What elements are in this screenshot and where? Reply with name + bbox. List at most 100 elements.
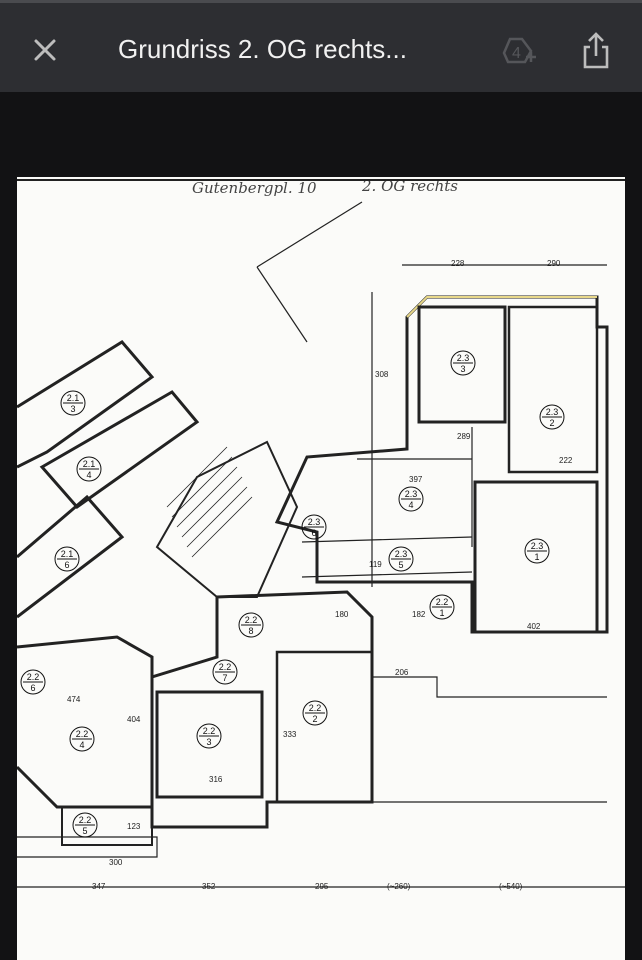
room-label: 2.21 (429, 594, 455, 620)
room-unit: 2.2 (79, 815, 92, 825)
room-number: 6 (30, 683, 35, 693)
dimension-label: 206 (395, 668, 409, 677)
room-label: 2.28 (238, 612, 264, 638)
room-number: 3 (206, 737, 211, 747)
room-number: 6 (64, 560, 69, 570)
room-circle (54, 546, 80, 572)
share-icon[interactable] (580, 30, 612, 70)
room-unit: 2.3 (395, 549, 408, 559)
room-label: 2.27 (212, 659, 238, 685)
room-number: 8 (248, 626, 253, 636)
file-title: Grundriss 2. OG rechts... (118, 34, 407, 64)
room-unit: 2.2 (309, 703, 322, 713)
room-unit: 2.2 (219, 662, 232, 672)
dimension-label: 333 (283, 730, 297, 739)
dimension-label: (~260) (387, 882, 411, 891)
room-unit: 2.3 (546, 407, 559, 417)
room-number: 6 (311, 528, 316, 538)
dimension-label: 316 (209, 775, 223, 784)
room-label: 2.31 (524, 538, 550, 564)
room-circle (60, 390, 86, 416)
dimension-label: 347 (92, 882, 106, 891)
room-label: 2.32 (539, 404, 565, 430)
room-circle (72, 812, 98, 838)
room-unit: 2.2 (245, 615, 258, 625)
room-number: 3 (460, 364, 465, 374)
svg-text:4: 4 (512, 45, 521, 62)
dimension-label: 397 (409, 475, 423, 484)
dimension-label: 300 (109, 858, 123, 867)
room-label: 2.26 (20, 669, 46, 695)
room-circle (524, 538, 550, 564)
room-circle (388, 546, 414, 572)
add-people-icon: 4 (502, 37, 536, 64)
room-label: 2.36 (301, 514, 327, 540)
room-number: 1 (534, 552, 539, 562)
room-unit: 2.3 (531, 541, 544, 551)
room-unit: 2.3 (308, 517, 321, 527)
room-circle (20, 669, 46, 695)
room-circle (301, 514, 327, 540)
room-unit: 2.2 (436, 597, 449, 607)
dimension-label: 289 (457, 432, 471, 441)
dimension-label: 228 (451, 259, 465, 268)
room-label: 2.23 (196, 723, 222, 749)
room-number: 5 (398, 560, 403, 570)
handwritten-address: Gutenbergpl. 10 (192, 179, 317, 197)
dimension-label: 474 (67, 695, 81, 704)
dimension-label: 182 (412, 610, 426, 619)
room-label: 2.22 (302, 700, 328, 726)
dimension-label: 290 (547, 259, 561, 268)
room-number: 3 (70, 404, 75, 414)
room-unit: 2.2 (203, 726, 216, 736)
dimension-label: 180 (335, 610, 349, 619)
room-unit: 2.2 (27, 672, 40, 682)
room-label: 2.35 (388, 546, 414, 572)
dimension-label: 404 (127, 715, 141, 724)
room-unit: 2.3 (405, 489, 418, 499)
room-label: 2.16 (54, 546, 80, 572)
room-number: 4 (408, 500, 413, 510)
room-unit: 2.3 (457, 353, 470, 363)
room-label: 2.14 (76, 456, 102, 482)
room-label: 2.25 (72, 812, 98, 838)
room-unit: 2.1 (67, 393, 80, 403)
room-circle (196, 723, 222, 749)
dimension-label: 352 (202, 882, 216, 891)
room-number: 1 (439, 608, 444, 618)
room-circle (429, 594, 455, 620)
dimension-label: 123 (127, 822, 141, 831)
top-app-bar: Grundriss 2. OG rechts... 4 (0, 0, 642, 92)
floor-plan-image: Gutenbergpl. 10 2. OG rechts (17, 177, 625, 960)
room-number: 2 (312, 714, 317, 724)
room-number: 2 (549, 418, 554, 428)
room-label: 2.34 (398, 486, 424, 512)
room-number: 5 (82, 826, 87, 836)
room-circle (238, 612, 264, 638)
room-unit: 2.2 (76, 729, 89, 739)
dimension-label: 308 (375, 370, 389, 379)
room-circle (69, 726, 95, 752)
room-circle (76, 456, 102, 482)
room-label: 2.24 (69, 726, 95, 752)
room-number: 4 (86, 470, 91, 480)
dimension-label: 402 (527, 622, 541, 631)
room-number: 7 (222, 673, 227, 683)
room-label: 2.13 (60, 390, 86, 416)
dimension-label: (~540) (499, 882, 523, 891)
dimension-label: 119 (369, 560, 382, 569)
handwritten-floor: 2. OG rechts (361, 177, 458, 195)
room-label: 2.33 (450, 350, 476, 376)
room-circle (302, 700, 328, 726)
room-circle (539, 404, 565, 430)
floor-plan-drawing: Gutenbergpl. 10 2. OG rechts (17, 177, 625, 891)
room-number: 4 (79, 740, 84, 750)
room-circle (212, 659, 238, 685)
room-unit: 2.1 (61, 549, 74, 559)
dimension-label: 295 (315, 882, 329, 891)
dimension-label: 222 (559, 456, 573, 465)
room-circle (450, 350, 476, 376)
room-unit: 2.1 (83, 459, 96, 469)
room-circle (398, 486, 424, 512)
close-icon[interactable] (30, 35, 60, 65)
